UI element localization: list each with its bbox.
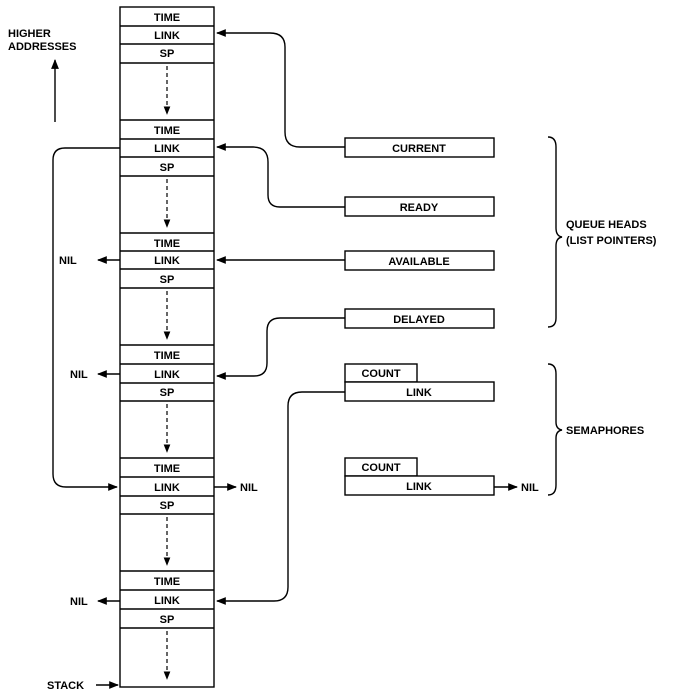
tcb-2-link: LINK bbox=[154, 143, 180, 155]
queue-head-available-label: AVAILABLE bbox=[388, 256, 449, 268]
tcb-6-link: LINK bbox=[154, 595, 180, 607]
tcb-1: TIME LINK SP bbox=[120, 12, 214, 115]
semaphore-1-count: COUNT bbox=[361, 368, 400, 380]
queue-head-delayed-label: DELAYED bbox=[393, 314, 445, 326]
stack-label: STACK bbox=[47, 680, 84, 692]
tcb-6-time: TIME bbox=[154, 576, 180, 588]
nil-label-tcb-5: NIL bbox=[240, 482, 258, 494]
queue-head-ready-label: READY bbox=[400, 202, 439, 214]
tcb-3: TIME LINK SP bbox=[120, 232, 214, 340]
tcb-3-sp: SP bbox=[160, 274, 175, 286]
tcb-5: TIME LINK SP bbox=[120, 457, 214, 566]
tcb-6-sp: SP bbox=[160, 614, 175, 626]
nil-label-tcb-4: NIL bbox=[70, 369, 88, 381]
tcb-2-link-arrow bbox=[52, 147, 120, 491]
tcb-2: TIME LINK SP bbox=[120, 119, 214, 228]
tcb-5-sp: SP bbox=[160, 500, 175, 512]
delayed-pointer-arrow bbox=[216, 317, 345, 380]
nil-label-tcb-6: NIL bbox=[70, 596, 88, 608]
queue-heads-label-line2: (LIST POINTERS) bbox=[566, 235, 657, 247]
current-pointer-arrow bbox=[216, 29, 345, 148]
semaphores-label: SEMAPHORES bbox=[566, 425, 644, 437]
semaphore-1-pointer-arrow bbox=[216, 391, 345, 605]
ready-pointer-arrow bbox=[216, 143, 345, 208]
tcb-1-sp: SP bbox=[160, 48, 175, 60]
nil-label-tcb-3: NIL bbox=[59, 255, 77, 267]
semaphore-2-link: LINK bbox=[406, 481, 432, 493]
tcb-5-time: TIME bbox=[154, 463, 180, 475]
addresses-label: ADDRESSES bbox=[8, 41, 76, 53]
semaphore-2-count: COUNT bbox=[361, 462, 400, 474]
tcb-4: TIME LINK SP bbox=[120, 344, 214, 453]
tcb-4-link: LINK bbox=[154, 369, 180, 381]
tcb-3-time: TIME bbox=[154, 238, 180, 250]
tcb-1-link: LINK bbox=[154, 30, 180, 42]
tcb-3-link: LINK bbox=[154, 255, 180, 267]
higher-label: HIGHER bbox=[8, 28, 51, 40]
nil-label-semaphore-2: NIL bbox=[521, 482, 539, 494]
memory-column bbox=[119, 6, 215, 688]
tcb-5-link: LINK bbox=[154, 482, 180, 494]
semaphore-1: COUNT LINK bbox=[344, 363, 495, 402]
semaphores-brace bbox=[547, 363, 563, 496]
tcb-4-time: TIME bbox=[154, 350, 180, 362]
semaphore-2: COUNT LINK bbox=[344, 457, 495, 496]
tcb-4-sp: SP bbox=[160, 387, 175, 399]
queue-heads-label-line1: QUEUE HEADS bbox=[566, 219, 647, 231]
semaphore-2-link-box bbox=[344, 475, 495, 496]
semaphore-1-link: LINK bbox=[406, 387, 432, 399]
queue-head-current-label: CURRENT bbox=[392, 143, 446, 155]
tcb-1-time: TIME bbox=[154, 12, 180, 24]
tcb-2-time: TIME bbox=[154, 125, 180, 137]
queue-heads-brace bbox=[547, 136, 563, 328]
tcb-6: TIME LINK SP bbox=[120, 570, 214, 680]
tcb-2-sp: SP bbox=[160, 162, 175, 174]
